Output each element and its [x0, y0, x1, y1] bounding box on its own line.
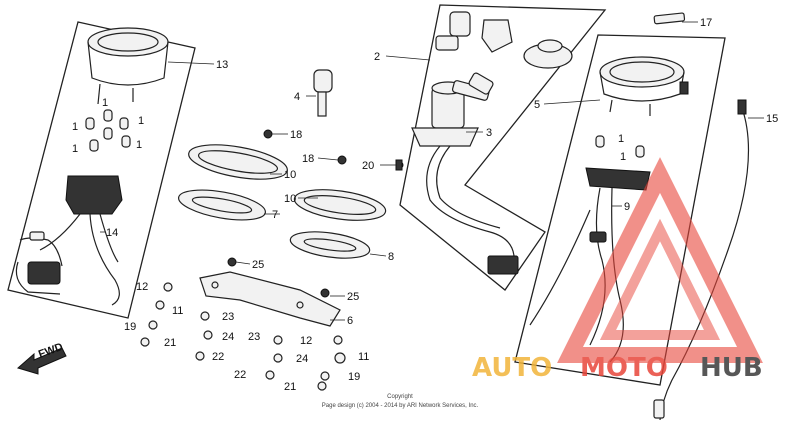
callout-8: 8: [388, 251, 394, 263]
callout-12-a: 12: [136, 281, 148, 293]
callout-4: 4: [294, 91, 300, 103]
callout-3: 3: [486, 127, 492, 139]
meter-cover-10-upper: [188, 144, 288, 180]
key-4: [313, 69, 333, 117]
watermark-triangle-inner: [599, 218, 721, 340]
callout-1-e: 1: [136, 139, 142, 151]
callout-12-b: 12: [300, 335, 312, 347]
fwd-direction-arrow: FWD: [16, 341, 67, 375]
socket-harness-14: [15, 175, 123, 306]
callout-10-b: 10: [284, 193, 296, 205]
callout-19-a: 19: [124, 321, 136, 333]
callout-15: 15: [766, 113, 778, 125]
tach-harness-9: [529, 167, 651, 363]
right-panel-outline: [514, 34, 726, 386]
item-17-tag: [653, 12, 686, 25]
callout-1-c: 1: [138, 115, 144, 127]
tachometer-assembly: [599, 56, 689, 116]
speedometer-assembly: [87, 27, 169, 105]
callout-14: 14: [106, 227, 118, 239]
callout-1-g: 1: [620, 151, 626, 163]
automotohub-watermark: AUTO MOTO HUB: [472, 157, 763, 383]
callout-21-b: 21: [284, 381, 296, 393]
lock-cylinder-parts: [435, 11, 573, 95]
callout-19-b: 19: [348, 371, 360, 383]
callout-23-a: 23: [222, 311, 234, 323]
leader-lines: [100, 21, 764, 321]
callout-24-a: 24: [222, 331, 234, 343]
meter-bracket-6: [199, 271, 341, 327]
callout-2: 2: [374, 51, 380, 63]
callout-18-a: 18: [290, 129, 302, 141]
callout-10-a: 10: [284, 169, 296, 181]
meter-cover-8: [289, 231, 371, 259]
callout-1-a: 1: [102, 97, 108, 109]
center-panel-outline: [399, 4, 607, 291]
callout-6: 6: [347, 315, 353, 327]
callout-25-b: 25: [347, 291, 359, 303]
callout-11-b: 11: [358, 351, 369, 363]
callout-labels: 13 4 2 3 17 5 15 18 18 20 10 10 7 8 9 14…: [72, 17, 778, 393]
watermark-moto: MOTO: [580, 353, 668, 383]
indicator-bulbs-left: [85, 109, 131, 152]
copyright-title: Copyright: [387, 394, 413, 400]
callout-23-b: 23: [248, 331, 260, 343]
callout-1-b: 1: [72, 121, 78, 133]
callout-1-d: 1: [72, 143, 78, 155]
callout-21-a: 21: [164, 337, 176, 349]
callout-20: 20: [362, 160, 374, 172]
tach-bulbs: [595, 135, 645, 158]
callout-25-a: 25: [252, 259, 264, 271]
watermark-triangle-outer: [557, 157, 763, 363]
screw-20: [395, 159, 403, 171]
callout-22-a: 22: [212, 351, 224, 363]
meter-cover-10-lower: [293, 189, 387, 221]
callout-24-b: 24: [296, 353, 308, 365]
small-hardware: [140, 282, 346, 391]
callout-5: 5: [534, 99, 540, 111]
callout-11-a: 11: [172, 305, 183, 317]
watermark-auto: AUTO: [472, 353, 552, 383]
meter-cover-7: [178, 189, 266, 221]
callout-17: 17: [700, 17, 712, 29]
callout-7: 7: [272, 209, 278, 221]
copyright-text: Page design (c) 2004 - 2014 by ARI Netwo…: [322, 403, 479, 409]
callout-1-f: 1: [618, 133, 624, 145]
callout-9: 9: [624, 201, 630, 213]
callout-22-b: 22: [234, 369, 246, 381]
ignition-switch-3: [411, 80, 519, 275]
callout-13: 13: [216, 59, 228, 71]
watermark-hub: HUB: [700, 353, 763, 383]
bolts-center: [227, 129, 404, 298]
callout-18-b: 18: [302, 153, 314, 165]
